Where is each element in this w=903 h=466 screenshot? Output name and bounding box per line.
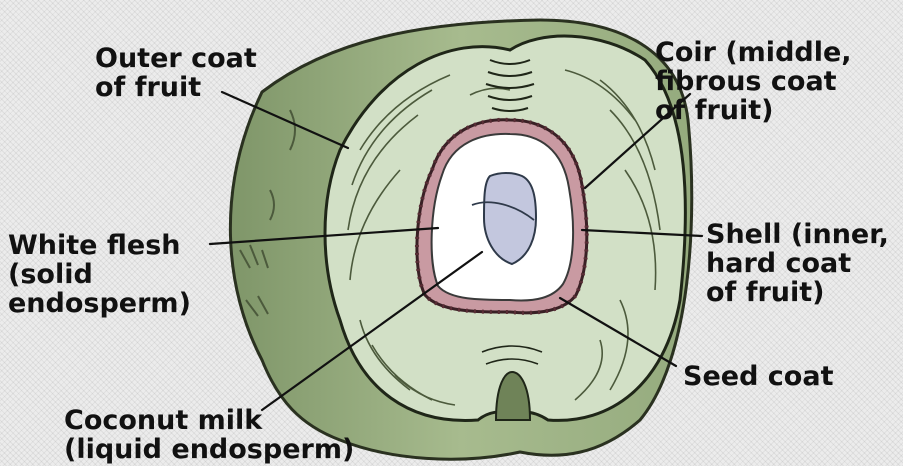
label-seed-coat: Seed coat (683, 362, 833, 391)
label-shell-line-3: of fruit) (706, 278, 889, 307)
label-outer-coat-line-1: Outer coat (95, 44, 257, 73)
label-coconut-milk: Coconut milk (liquid endosperm) (64, 406, 354, 464)
label-white-flesh-line-1: White flesh (8, 231, 191, 260)
label-outer-coat-line-2: of fruit (95, 73, 257, 102)
label-coir-line-3: of fruit) (655, 96, 852, 125)
label-shell-line-2: hard coat (706, 249, 889, 278)
label-coir: Coir (middle, fibrous coat of fruit) (655, 38, 852, 125)
label-white-flesh-line-2: (solid (8, 260, 191, 289)
label-white-flesh: White flesh (solid endosperm) (8, 231, 191, 318)
label-coir-line-1: Coir (middle, (655, 38, 852, 67)
label-shell-line-1: Shell (inner, (706, 220, 889, 249)
label-coconut-milk-line-1: Coconut milk (64, 406, 354, 435)
label-outer-coat: Outer coat of fruit (95, 44, 257, 102)
label-coir-line-2: fibrous coat (655, 67, 852, 96)
label-coconut-milk-line-2: (liquid endosperm) (64, 435, 354, 464)
label-seed-coat-line-1: Seed coat (683, 362, 833, 391)
label-white-flesh-line-3: endosperm) (8, 289, 191, 318)
label-shell: Shell (inner, hard coat of fruit) (706, 220, 889, 307)
